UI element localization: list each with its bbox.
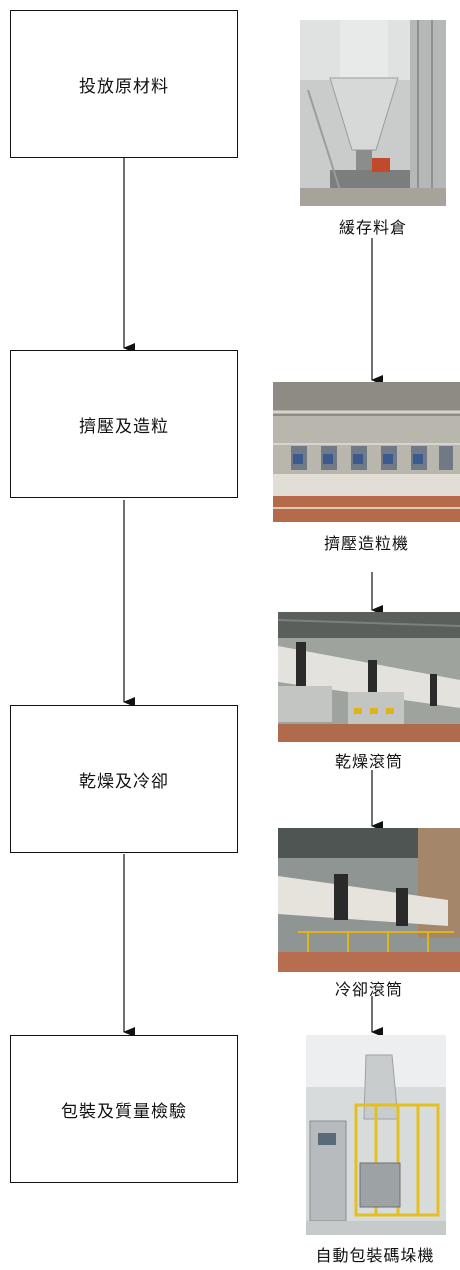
process-step-label: 包裝及質量檢驗 xyxy=(61,1101,187,1122)
drying-drum-photo xyxy=(278,612,460,742)
process-step-box: 包裝及質量檢驗 xyxy=(10,1035,238,1183)
packing-palletizer-photo xyxy=(306,1035,446,1235)
silo-photo xyxy=(300,20,446,206)
extrusion-granulator-photo xyxy=(273,382,460,522)
equipment-caption: 乾燥滾筒 xyxy=(334,752,403,771)
process-step-label: 投放原材料 xyxy=(79,76,169,97)
process-step-box: 乾燥及冷卻 xyxy=(10,705,238,853)
equipment-caption: 擠壓造粒機 xyxy=(323,534,409,553)
process-step-box: 投放原材料 xyxy=(10,10,238,158)
equipment-caption: 自動包裝碼垛機 xyxy=(315,1246,435,1265)
process-step-label: 乾燥及冷卻 xyxy=(79,771,169,792)
cooling-drum-photo xyxy=(278,828,460,972)
process-step-box: 擠壓及造粒 xyxy=(10,350,238,498)
process-step-label: 擠壓及造粒 xyxy=(79,416,169,437)
equipment-caption: 冷卻滾筒 xyxy=(334,980,403,999)
equipment-caption: 緩存料倉 xyxy=(338,218,407,237)
